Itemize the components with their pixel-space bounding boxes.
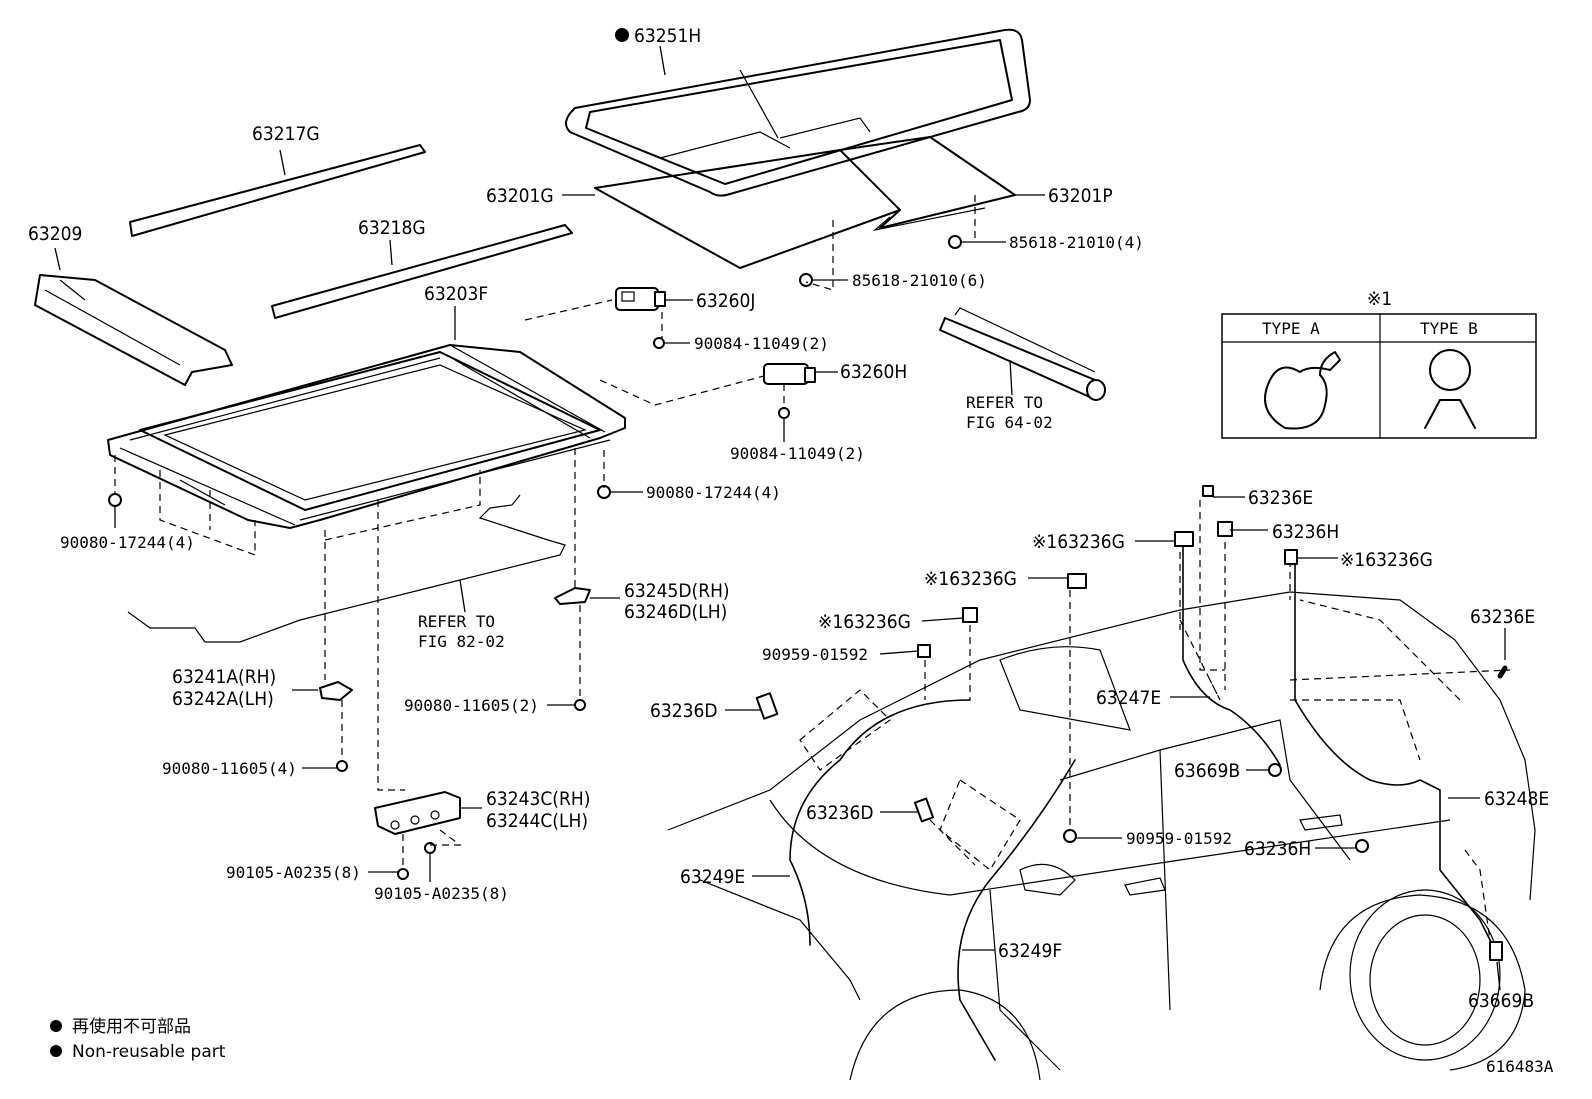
sunroof-housing-drawing [107, 344, 626, 529]
label-clip-g3: ※163236G [924, 568, 1017, 590]
label-housing: 63203F [424, 283, 488, 305]
motor-63260j-drawing [615, 287, 666, 311]
label-bolt-4: 90080-11605(4) [162, 759, 297, 778]
shade-roll-drawing [939, 307, 1106, 401]
label-motor-h: 63260H [840, 361, 907, 383]
label-nut-left: 90080-17244(4) [60, 533, 195, 552]
label-rear-rh: 63243C(RH) [486, 788, 590, 810]
label-bolt-2: 90080-11605(2) [404, 696, 539, 715]
label-clip-d1: 63236D [650, 700, 718, 722]
label-screw-8b: 90105-A0235(8) [374, 884, 509, 903]
label-grommet-1: 90959-01592 [762, 645, 868, 664]
label-clip-g4: ※163236G [818, 611, 911, 633]
type-table-col-b: TYPE B [1420, 319, 1478, 338]
label-grommet-2: 90959-01592 [1126, 829, 1232, 848]
type-table-note: ※1 [1367, 288, 1392, 310]
label-hose-247: 63247E [1096, 687, 1161, 709]
label-hose-clamp-h: 63236H [1272, 521, 1339, 543]
label-front-rail: 63218G [358, 217, 426, 239]
rail-63218g-drawing [271, 224, 573, 319]
label-plug-669-2: 63669B [1468, 990, 1534, 1012]
part-labels: 63251H 63217G 63218G 63209 63203F 63201G… [28, 25, 1554, 1076]
bracket-63245d-drawing [554, 587, 591, 605]
label-refer-64-line1: REFER TO [966, 393, 1043, 412]
front-member-drawing [34, 274, 233, 386]
label-clip-h2: 63236H [1244, 838, 1311, 860]
type-table [1221, 313, 1537, 439]
label-nut-right: 90080-17244(4) [646, 483, 781, 502]
label-hose-249f: 63249F [998, 940, 1062, 962]
label-hose-clamp-e: 63236E [1248, 487, 1313, 509]
label-refer-64-line2: FIG 64-02 [966, 413, 1053, 432]
type-table-col-a: TYPE A [1262, 319, 1320, 338]
sunroof-glass-drawing [565, 28, 1031, 197]
label-refer-82-line1: REFER TO [418, 612, 495, 631]
label-hose-249e: 63249E [680, 866, 745, 888]
support-63241a-drawing [319, 681, 353, 701]
label-screw-j: 90084-11049(2) [694, 334, 829, 353]
label-plug-669-1: 63669B [1174, 760, 1240, 782]
legend: 再使用不可部品 Non-reusable part [50, 1016, 226, 1062]
label-shade-front: 63201G [486, 185, 554, 207]
non-reusable-marker [615, 28, 629, 42]
label-clip-6: 85618-21010(6) [852, 271, 987, 290]
label-bracket-rh: 63245D(RH) [624, 580, 730, 602]
label-glass: 63251H [634, 25, 701, 47]
label-support-lh: 63242A(LH) [172, 688, 274, 710]
label-motor-j: 63260J [696, 290, 755, 312]
label-refer-82-line2: FIG 82-02 [418, 632, 505, 651]
figure-id: 616483A [1486, 1057, 1554, 1076]
label-clip-e2: 63236E [1470, 606, 1535, 628]
label-screw-8a: 90105-A0235(8) [226, 863, 361, 882]
vehicle-outline-drawing [667, 485, 1536, 1081]
label-rear-lh: 63244C(LH) [486, 810, 588, 832]
legend-jp: 再使用不可部品 [72, 1016, 191, 1037]
label-shade-rear: 63201P [1048, 185, 1113, 207]
rail-63217g-drawing [129, 144, 426, 237]
label-clip-g2: ※163236G [1340, 549, 1433, 571]
legend-marker-jp [50, 1020, 62, 1032]
label-front-member: 63209 [28, 223, 82, 245]
rear-bracket-drawing [374, 791, 461, 835]
label-hose-248: 63248E [1484, 788, 1549, 810]
label-top-rail: 63217G [252, 123, 320, 145]
fasteners-drawing [108, 235, 962, 880]
label-clip-4: 85618-21010(4) [1009, 233, 1144, 252]
leader-lines [54, 45, 1506, 991]
legend-marker-en [50, 1045, 62, 1057]
label-clip-d2: 63236D [806, 802, 874, 824]
label-screw-h: 90084-11049(2) [730, 444, 865, 463]
label-bracket-lh: 63246D(LH) [624, 601, 727, 623]
drain-cable-drawing [127, 494, 566, 643]
label-clip-g1: ※163236G [1032, 531, 1125, 553]
guide-lines-left [114, 195, 976, 870]
legend-en: Non-reusable part [72, 1042, 226, 1062]
motor-63260h-drawing [763, 363, 816, 385]
label-support-rh: 63241A(RH) [172, 666, 276, 688]
